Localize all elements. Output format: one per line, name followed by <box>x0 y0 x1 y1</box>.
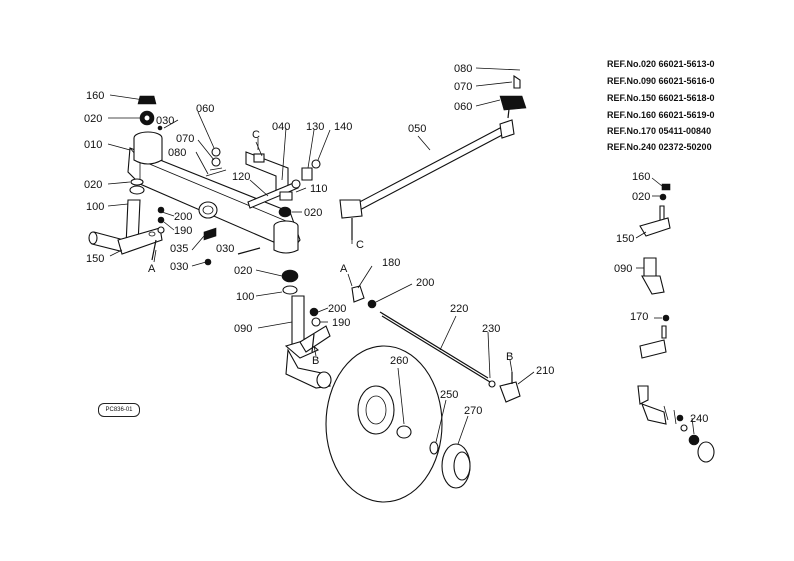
label-200: 200 <box>328 303 346 315</box>
leader-lines <box>107 67 695 445</box>
label-070: 070 <box>176 133 194 145</box>
label-270: 270 <box>464 405 482 417</box>
label-080: 080 <box>454 63 472 75</box>
label-035: 035 <box>170 243 188 255</box>
label-020: 020 <box>234 265 252 277</box>
label-250: 250 <box>440 389 458 401</box>
side-detail-parts <box>637 183 715 463</box>
callout-b: B <box>506 351 513 363</box>
label-070: 070 <box>454 81 472 93</box>
label-080: 080 <box>168 147 186 159</box>
label-090: 090 <box>234 323 252 335</box>
label-120: 120 <box>232 171 250 183</box>
label-220: 220 <box>450 303 468 315</box>
reference-row: REF.No.160 66021-5619-0 <box>607 110 715 120</box>
label-110: 110 <box>310 183 328 195</box>
callout-letters: A A B B C C <box>148 129 513 367</box>
side-label-160: 160 <box>632 171 650 183</box>
label-100: 100 <box>236 291 254 303</box>
side-label-170: 170 <box>630 311 648 323</box>
reference-row: REF.No.170 05411-00840 <box>607 126 712 136</box>
side-label-090: 090 <box>614 263 632 275</box>
label-010: 010 <box>84 139 102 151</box>
drawing-code-stamp: PC836-01 <box>98 403 140 417</box>
label-190: 190 <box>174 225 192 237</box>
label-260: 260 <box>390 355 408 367</box>
label-060: 060 <box>196 103 214 115</box>
reference-row: REF.No.240 02372-50200 <box>607 142 712 152</box>
right-steering-knuckle <box>284 295 332 389</box>
callout-arrows <box>153 138 513 373</box>
label-160: 160 <box>86 90 104 102</box>
label-200: 200 <box>416 277 434 289</box>
tie-rod <box>351 285 521 403</box>
reference-row: REF.No.090 66021-5616-0 <box>607 76 715 86</box>
label-020: 020 <box>84 179 102 191</box>
label-180: 180 <box>382 257 400 269</box>
callout-c: C <box>356 239 364 251</box>
side-label-020: 020 <box>632 191 650 203</box>
label-150: 150 <box>86 253 104 265</box>
callout-a: A <box>148 263 156 275</box>
label-050: 050 <box>408 123 426 135</box>
label-020: 020 <box>304 207 322 219</box>
label-100: 100 <box>86 201 104 213</box>
label-230: 230 <box>482 323 500 335</box>
wheel-disc <box>325 345 471 503</box>
reference-row: REF.No.150 66021-5618-0 <box>607 93 715 103</box>
drag-link <box>339 74 527 240</box>
callout-b: B <box>312 355 319 367</box>
label-030: 030 <box>170 261 188 273</box>
callout-a: A <box>340 263 348 275</box>
center-pin-parts <box>247 159 321 218</box>
label-190: 190 <box>332 317 350 329</box>
label-030: 030 <box>156 115 174 127</box>
label-030: 030 <box>216 243 234 255</box>
side-label-240: 240 <box>690 413 708 425</box>
label-200: 200 <box>174 211 192 223</box>
label-020: 020 <box>84 113 102 125</box>
label-140: 140 <box>334 121 352 133</box>
label-210: 210 <box>536 365 554 377</box>
label-040: 040 <box>272 121 290 133</box>
callout-c: C <box>252 129 260 141</box>
reference-row: REF.No.020 66021-5613-0 <box>607 59 715 69</box>
label-130: 130 <box>306 121 324 133</box>
left-kingpin-parts <box>88 95 165 261</box>
part-number-labels: 160 020 010 020 100 150 030 060 070 080 … <box>84 63 554 417</box>
label-060: 060 <box>454 101 472 113</box>
front-axle-beam <box>127 131 301 254</box>
side-part-labels: 160 020 150 090 170 240 <box>614 171 708 425</box>
side-label-150: 150 <box>616 233 634 245</box>
right-kingpin-parts <box>203 227 299 295</box>
